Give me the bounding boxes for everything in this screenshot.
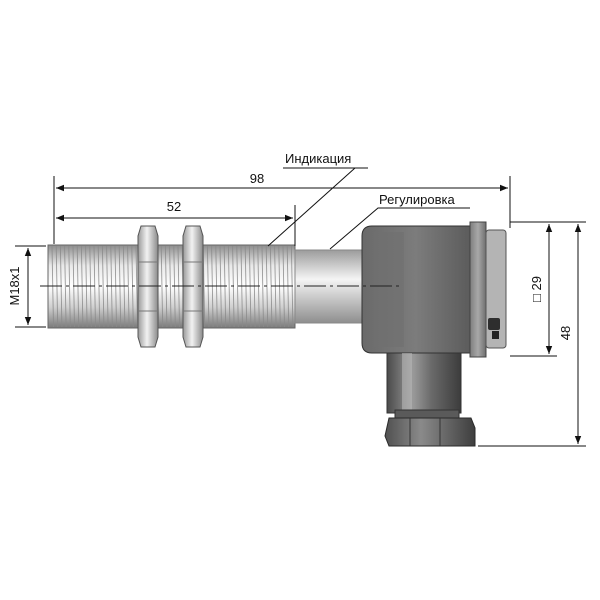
thread-ridge	[227, 245, 231, 328]
thread-ridge	[261, 245, 264, 328]
dimension-overall-length: 98	[53, 171, 511, 244]
thread-ridge	[236, 245, 239, 328]
dim-m18-label: M18x1	[7, 266, 22, 305]
thread-ridge	[169, 245, 172, 328]
thread-ridge	[127, 245, 130, 328]
thread-ridge	[68, 245, 71, 328]
thread-ridge	[160, 245, 164, 328]
callout-indication: Индикация	[267, 151, 368, 247]
thread-ridge	[97, 245, 101, 328]
thread-ridge	[135, 245, 138, 328]
dimension-thread-size: M18x1	[7, 245, 46, 328]
dim-48-label: 48	[558, 326, 573, 340]
dim-29-label: □ 29	[529, 276, 544, 302]
dimension-housing-square: □ 29	[510, 221, 557, 357]
adjustment-label: Регулировка	[379, 192, 455, 207]
callout-adjustment: Регулировка	[329, 192, 470, 250]
dim-98-label: 98	[250, 171, 264, 186]
indication-label: Индикация	[285, 151, 351, 166]
connector-housing	[361, 221, 507, 358]
thread-ridge	[101, 245, 105, 328]
thread-ridge	[64, 245, 67, 328]
dimension-thread-length: 52	[56, 199, 296, 246]
cable-gland	[384, 352, 476, 447]
dim-52-label: 52	[167, 199, 181, 214]
dimension-housing-height: 48	[478, 221, 586, 447]
